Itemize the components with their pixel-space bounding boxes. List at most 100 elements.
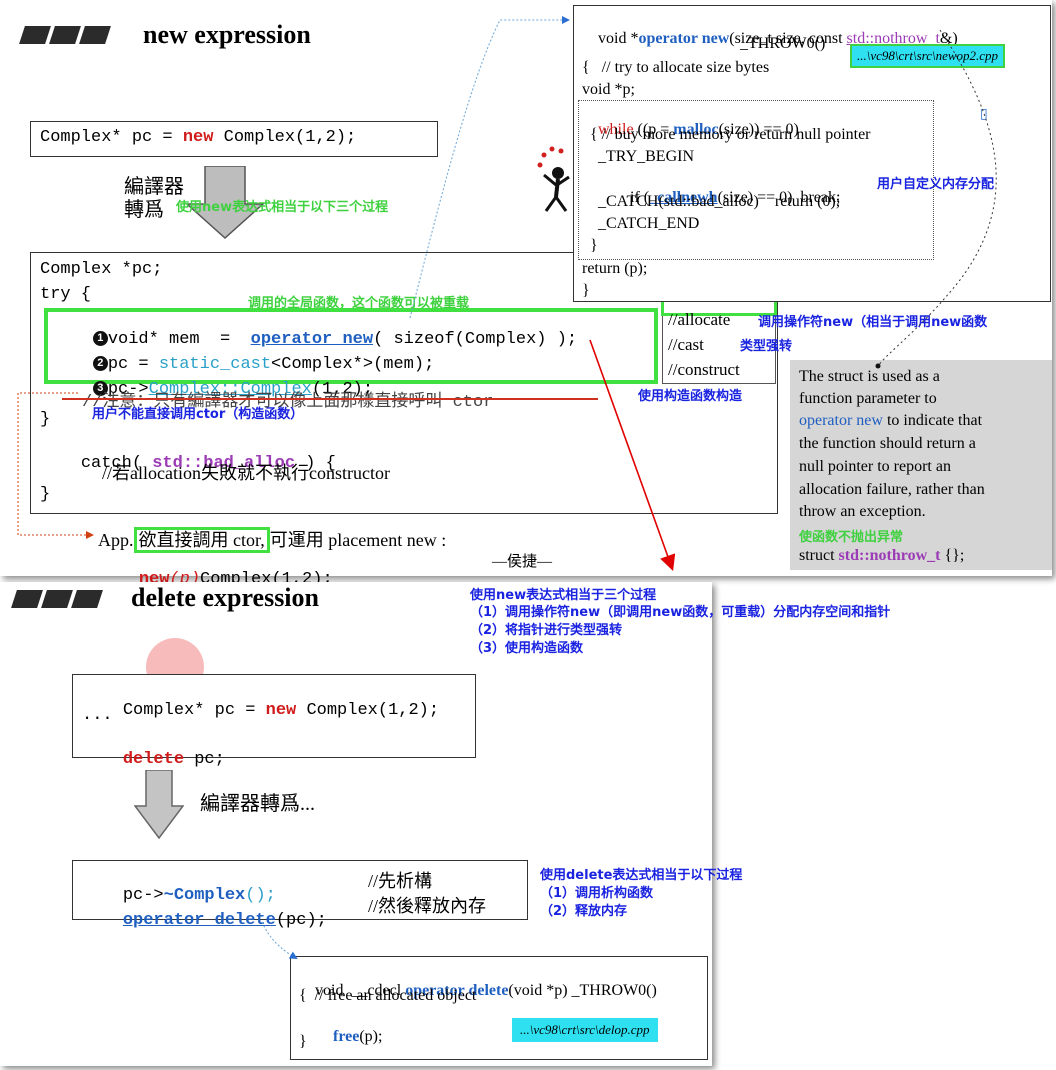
opnew-line-11: } xyxy=(582,237,598,254)
note-line-1: The struct is used as a xyxy=(799,368,940,385)
converts-label: 轉爲 xyxy=(124,199,164,221)
opdel-line-2: { // free an allocated object xyxy=(299,987,477,1004)
note-line-3: operator new to indicate that xyxy=(799,412,982,430)
note-line-7: throw an exception. xyxy=(799,503,926,520)
free-args: (p); xyxy=(359,1028,383,1045)
catch-close-brace: } xyxy=(40,485,51,504)
delete-step-2-annotation: （2）释放内存 xyxy=(540,904,628,919)
delete-step-1-annotation: （1）调用析构函数 xyxy=(540,886,654,901)
step1-code: void* mem = xyxy=(107,330,251,349)
opdel-pre: void __cdecl xyxy=(315,982,406,999)
call-operator-new-annotation: 调用操作符new（相当于调用new函数 xyxy=(758,315,988,330)
allocate-comment: //allocate xyxy=(668,310,731,329)
delete-expression-title: delete expression xyxy=(131,583,319,612)
step-number-1: 1 xyxy=(92,331,108,347)
compile-down-arrow xyxy=(185,166,265,240)
dtor-name: ~Complex xyxy=(163,886,246,905)
juggler-figure-icon xyxy=(537,146,570,212)
author-signature: —侯捷— xyxy=(492,554,553,570)
opnew-line-10: _CATCH_END xyxy=(582,215,700,232)
operator-delete-args: (pc); xyxy=(275,911,327,930)
new-step-1-annotation: （1）调用操作符new（即调用new函数，可重载）分配内存空间和指针 xyxy=(470,605,891,620)
strike-line xyxy=(62,398,598,400)
construct-comment: //construct xyxy=(668,360,740,379)
opnew-line-8: if (_callnewh(size) == 0) break; xyxy=(582,171,840,225)
opnew-while-line: while ((p = malloc(size)) == 0) xyxy=(582,103,799,157)
delete-expanded-box xyxy=(72,860,528,920)
delete-compiler-label: 編譯器轉爲... xyxy=(200,793,315,815)
note-line-3-rest: to indicate that xyxy=(882,412,983,429)
opnew-line-12: return (p); xyxy=(582,260,648,277)
catch-line: catch( std::bad_alloc ) { xyxy=(40,435,336,492)
if-prefix: if ( xyxy=(598,189,650,206)
cast-comment: //cast xyxy=(668,335,704,354)
bottom-slide: delete expression Complex* pc = new Comp… xyxy=(0,582,712,1066)
opnew-throw0: _THROW0() xyxy=(740,35,826,52)
new-code-box: Complex* pc = new Complex(1,2); xyxy=(30,121,438,157)
if-suffix: (size) == 0) break; xyxy=(717,189,841,206)
struct-body: {}; xyxy=(940,547,965,564)
decl-pre: Complex* pc = xyxy=(122,701,266,720)
expanded-line-decl: Complex *pc; xyxy=(40,260,163,279)
three-steps-annotation: 使用new表达式相当于以下三个过程 xyxy=(176,200,389,215)
struct-name: std::nothrow_t xyxy=(838,547,941,564)
opdel-signature: void __cdecl operator delete(void *p) _T… xyxy=(299,964,657,1018)
placement-new-line: App.欲直接調用 ctor,可運用 placement new : xyxy=(98,526,446,553)
opdel-line-4: } xyxy=(299,1033,307,1050)
user-alloc-annotation: 用户自定义内存分配 xyxy=(877,177,995,192)
nothrow-struct-decl: struct std::nothrow_t {}; xyxy=(799,547,964,565)
delete-keyword: delete xyxy=(122,750,185,769)
step1-args: ( sizeof(Complex) ); xyxy=(373,330,578,349)
dtor-parens: (); xyxy=(245,886,276,905)
placeholder-glyph: ▯ xyxy=(980,106,988,122)
opdel-name: operator delete xyxy=(405,982,509,999)
opdel-post: (void *p) _THROW0() xyxy=(508,982,657,999)
top-slide: new expression Complex* pc = new Complex… xyxy=(19,5,1052,589)
while-cond-end: (size)) == 0) xyxy=(718,121,799,138)
direct-ctor-highlight: 欲直接調用 ctor, xyxy=(133,527,270,553)
note-line-4: the function should return a xyxy=(799,435,976,452)
compiler-label: 編譯器 xyxy=(124,176,184,198)
step3-code: pc-> xyxy=(107,380,149,399)
free-call: free xyxy=(333,1028,360,1045)
construct-annotation: 使用构造函数构造 xyxy=(638,389,743,404)
step-number-3: 3 xyxy=(92,381,108,397)
operator-new-call: operator new xyxy=(250,330,374,349)
strikethrough-comment: //注意：只有編譯器才可以像上面那樣直接呼叫 ctor xyxy=(82,393,494,412)
delete-compile-arrow xyxy=(134,770,184,840)
callnewh-call: _callnewh xyxy=(649,189,718,206)
step2-code: pc = xyxy=(107,355,159,374)
delete-title-bars-decoration xyxy=(11,590,103,608)
ctor-call: Complex::Complex xyxy=(148,380,312,399)
opnew-line-9: _CATCH(std::bad_alloc) return (0); xyxy=(582,193,841,210)
note-line-5: null pointer to report an xyxy=(799,458,951,475)
dtor-comment: //先析構 xyxy=(368,871,433,891)
delete-code-line-3: delete pc; xyxy=(82,731,225,788)
opnew-line-7: _TRY_BEGIN xyxy=(582,148,694,165)
opnew-line-6: { // buy more memory or return null poin… xyxy=(582,126,871,143)
operator-delete-line: operator delete(pc); xyxy=(82,892,327,949)
opnew-name: operator new xyxy=(638,30,730,47)
delete-code-line-1: Complex* pc = new Complex(1,2); xyxy=(82,682,439,739)
catch-keyword: catch( xyxy=(80,454,153,473)
dtor-line: pc->~Complex(); xyxy=(82,867,276,924)
expanded-line-try: try { xyxy=(40,285,92,304)
free-memory-comment: //然後釋放內存 xyxy=(368,896,487,916)
note-line-6: allocation failure, rather than xyxy=(799,481,985,498)
no-throw-annotation: 使函数不抛出异常 xyxy=(799,530,904,545)
opnew-line-3: { // try to allocate size bytes xyxy=(582,59,770,76)
title-bars-decoration xyxy=(19,26,111,44)
while-keyword: while xyxy=(598,121,634,138)
step3-args: (1,2); xyxy=(311,380,374,399)
try-close-brace: } xyxy=(40,410,51,429)
delop-file-label: ...\vc98\crt\src\delop.cpp xyxy=(512,1018,658,1042)
struct-keyword: struct xyxy=(799,547,839,564)
malloc-call: malloc xyxy=(673,121,719,138)
placement-prefix: App. xyxy=(98,530,134,550)
opnew-line-4: void *p; xyxy=(582,81,635,98)
code-segment: Complex(1,2); xyxy=(213,128,357,147)
note-operator-new: operator new xyxy=(799,412,883,429)
